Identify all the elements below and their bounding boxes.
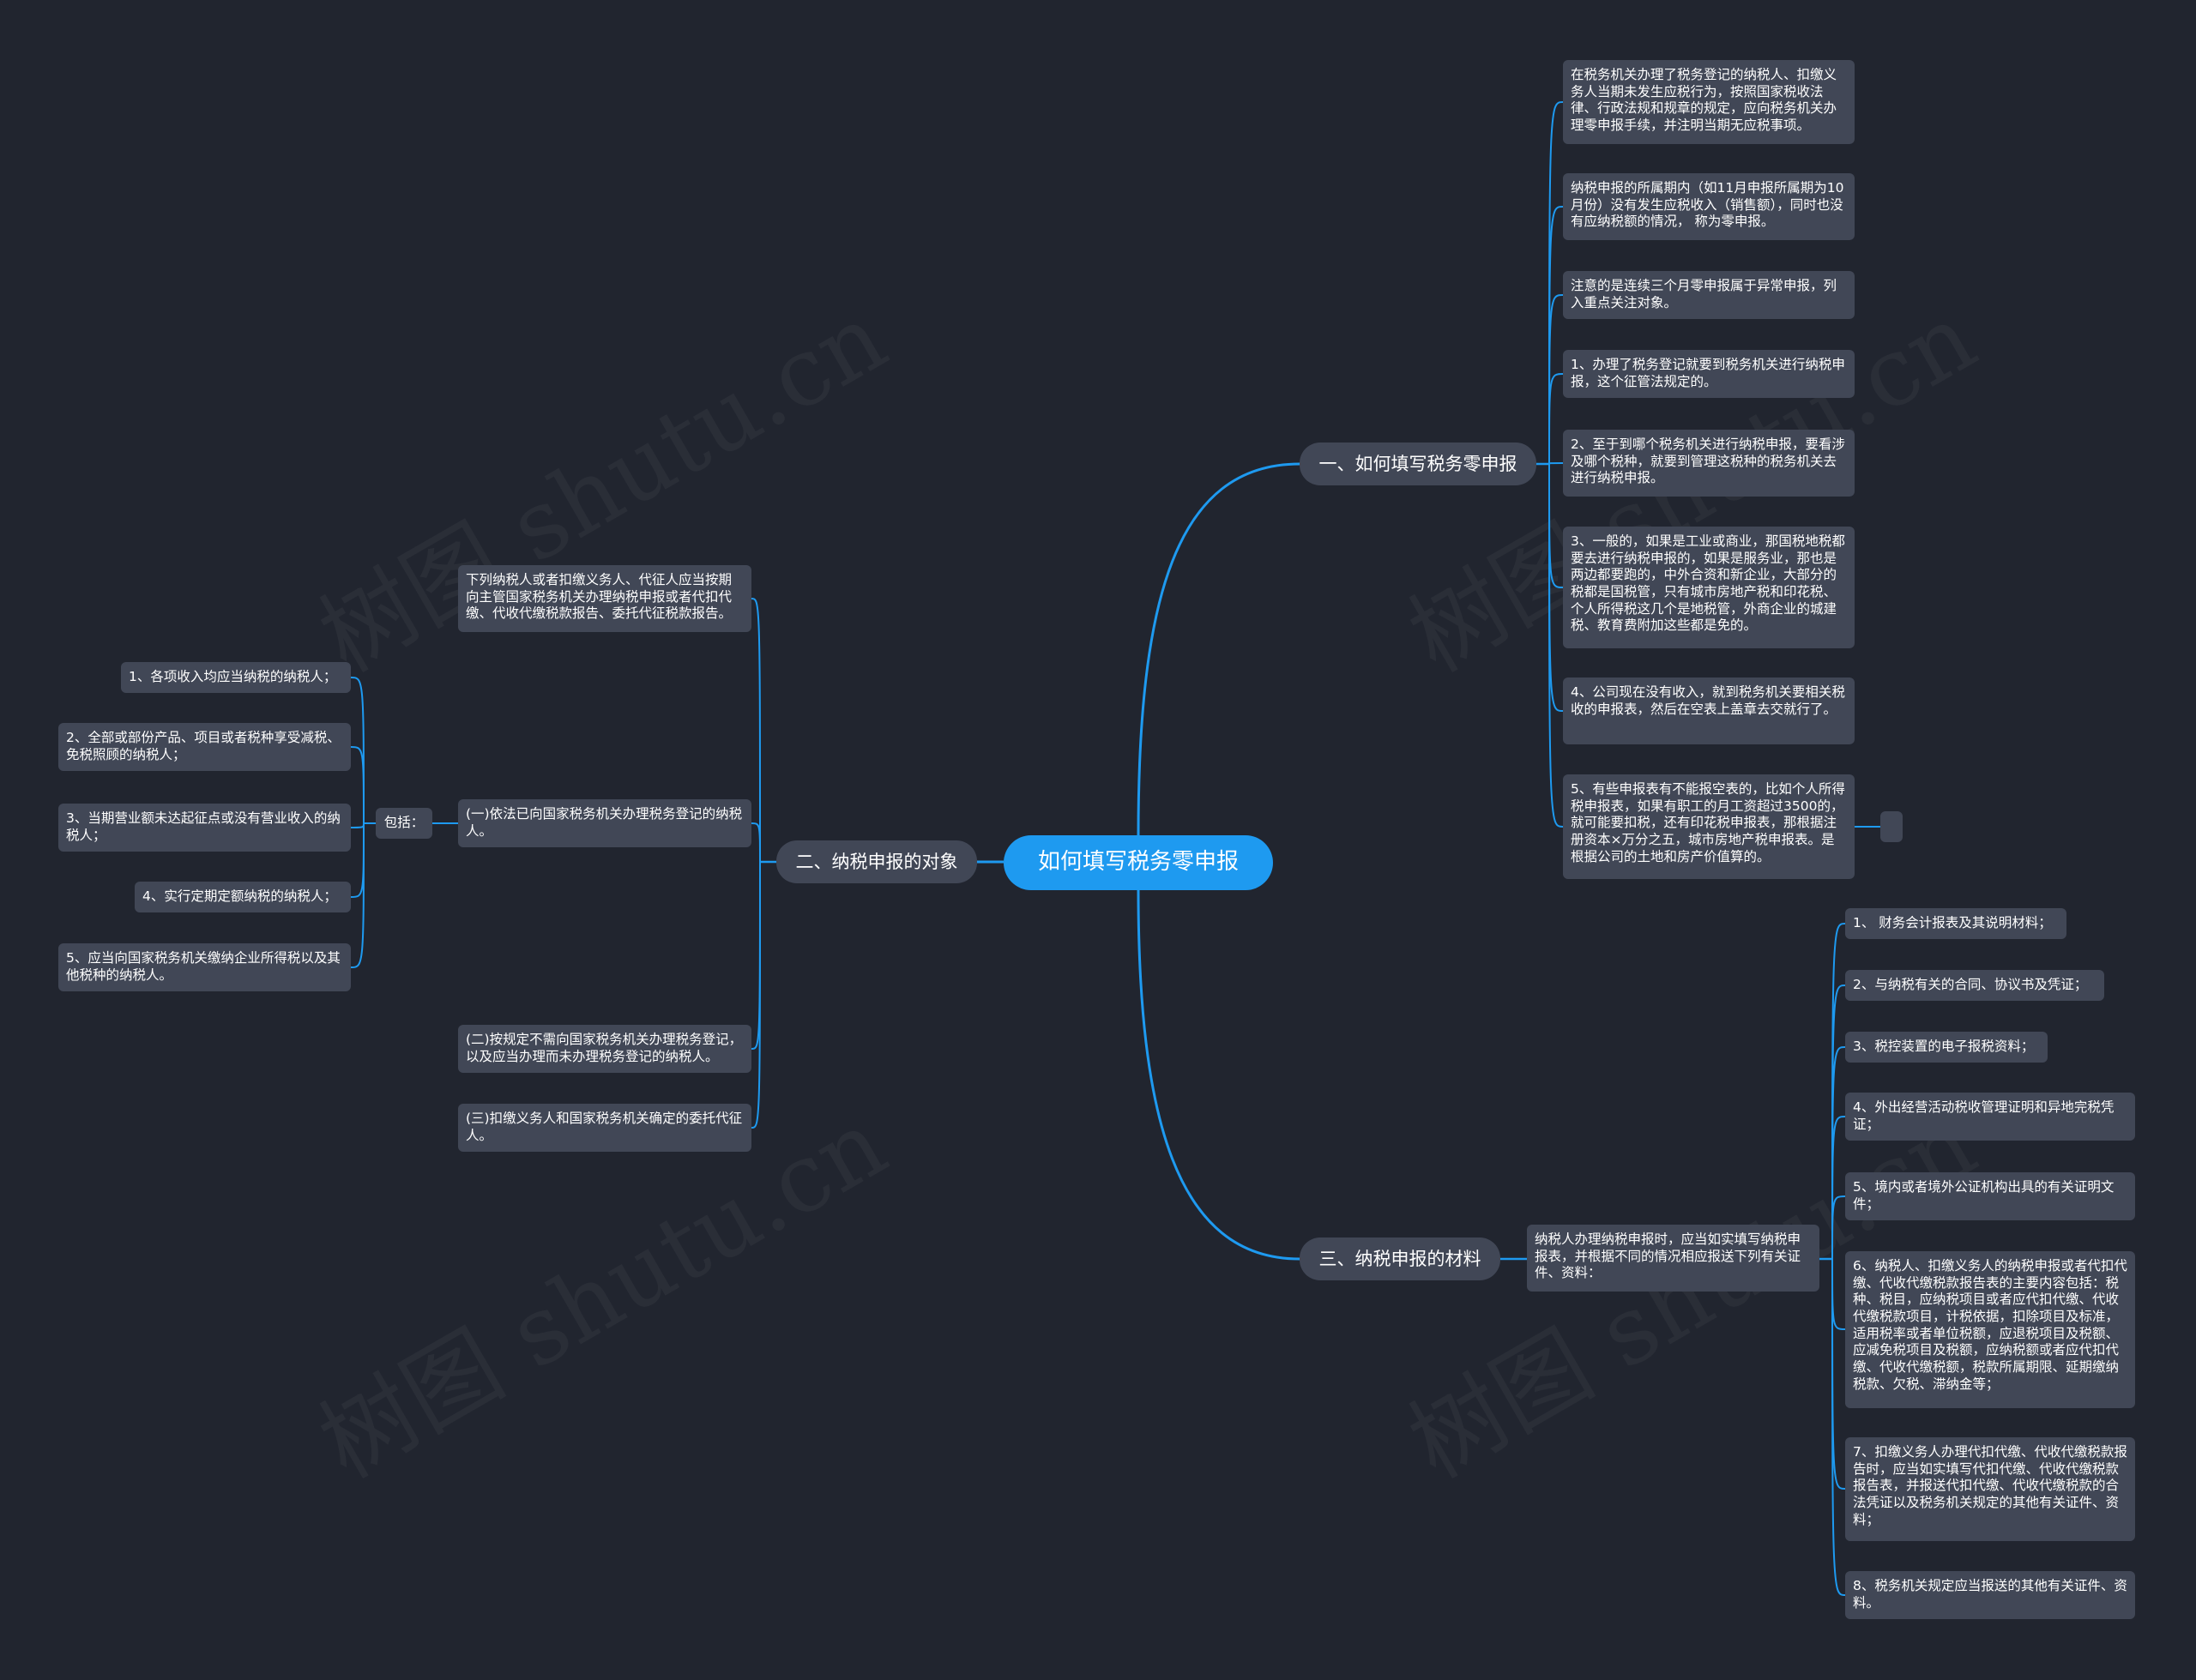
connector xyxy=(1831,1046,1846,1260)
connector xyxy=(1831,1195,1846,1260)
connector xyxy=(1548,463,1564,828)
connector xyxy=(1548,462,1564,465)
b2-item[interactable]: (三)扣缴义务人和国家税务机关确定的委托代征人。 xyxy=(458,1104,751,1152)
b3-item[interactable]: 1、 财务会计报表及其说明材料； xyxy=(1845,908,2066,939)
connector xyxy=(1548,373,1564,465)
connector xyxy=(1831,1258,1846,1596)
connector xyxy=(350,822,365,828)
connector xyxy=(350,822,365,898)
b1-empty-child[interactable] xyxy=(1880,811,1903,842)
b1-item[interactable]: 注意的是连续三个月零申报属于异常申报，列入重点关注对象。 xyxy=(1563,271,1855,319)
b2-sub-item[interactable]: 1、各项收入均应当纳税的纳税人； xyxy=(121,662,351,693)
b3-item[interactable]: 3、税控装置的电子报税资料； xyxy=(1845,1032,2048,1063)
connector xyxy=(1137,462,1300,836)
b3-item[interactable]: 5、境内或者境外公证机构出具的有关证明文件； xyxy=(1845,1172,2135,1220)
connector xyxy=(350,746,365,824)
connector xyxy=(1548,294,1564,465)
b1-item[interactable]: 1、办理了税务登记就要到税务机关进行纳税申报，这个征管法规定的。 xyxy=(1563,350,1855,398)
b1-item[interactable]: 2、至于到哪个税务机关进行纳税申报，要看涉及哪个税种，就要到管理这税种的税务机关… xyxy=(1563,430,1855,497)
connector xyxy=(1831,1258,1846,1330)
branch-how-to-fill[interactable]: 一、如何填写税务零申报 xyxy=(1300,443,1536,485)
connector xyxy=(350,822,365,968)
b3-item[interactable]: 7、扣缴义务人办理代扣代缴、代收代缴税款报告时，应当如实填写代扣代缴、代收代缴税… xyxy=(1845,1437,2135,1541)
b2-item[interactable]: (一)依法已向国家税务机关办理税务登记的纳税人。 xyxy=(458,799,751,847)
b2-sub-item[interactable]: 3、当期营业额未达起征点或没有营业收入的纳税人； xyxy=(58,804,351,852)
b3-item[interactable]: 8、税务机关规定应当报送的其他有关证件、资料。 xyxy=(1845,1571,2135,1619)
b3-item[interactable]: 6、纳税人、扣缴义务人的纳税申报或者代扣代缴、代收代缴税款报告表的主要内容包括：… xyxy=(1845,1251,2135,1408)
branch-filing-materials[interactable]: 三、纳税申报的材料 xyxy=(1300,1237,1500,1280)
b3-item[interactable]: 2、与纳税有关的合同、协议书及凭证； xyxy=(1845,970,2104,1001)
branch-filing-targets[interactable]: 二、纳税申报的对象 xyxy=(776,840,977,883)
b3-item[interactable]: 4、外出经营活动税收管理证明和异地完税凭证； xyxy=(1845,1093,2135,1141)
root-node[interactable]: 如何填写税务零申报 xyxy=(1004,835,1273,890)
b2-item[interactable]: 下列纳税人或者扣缴义务人、代征人应当按期向主管国家税务机关办理纳税申报或者代扣代… xyxy=(458,565,751,632)
connector xyxy=(1831,1116,1846,1260)
b1-item[interactable]: 4、公司现在没有收入，就到税务机关要相关税收的申报表，然后在空表上盖章去交就行了… xyxy=(1563,677,1855,744)
b3-intro[interactable]: 纳税人办理纳税申报时，应当如实填写纳税申报表，并根据不同的情况相应报送下列有关证… xyxy=(1527,1225,1819,1292)
connector xyxy=(751,598,761,863)
connector xyxy=(751,861,761,1050)
b2-item[interactable]: (二)按规定不需向国家税务机关办理税务登记，以及应当办理而未办理税务登记的纳税人… xyxy=(458,1025,751,1073)
include-label[interactable]: 包括： xyxy=(376,808,432,839)
connector xyxy=(751,822,761,863)
b1-item[interactable]: 纳税申报的所属期内（如11月申报所属期为10月份）没有发生应税收入（销售额），同… xyxy=(1563,173,1855,240)
b1-item[interactable]: 5、有些申报表有不能报空表的，比如个人所得税申报表，如果有职工的月工资超过350… xyxy=(1563,774,1855,879)
connector xyxy=(751,861,761,1129)
b2-sub-item[interactable]: 5、应当向国家税务机关缴纳企业所得税以及其他税种的纳税人。 xyxy=(58,943,351,991)
connector xyxy=(1831,923,1846,1260)
b2-sub-item[interactable]: 2、全部或部份产品、项目或者税种享受减税、免税照顾的纳税人； xyxy=(58,723,351,771)
b1-item[interactable]: 在税务机关办理了税务登记的纳税人、扣缴义务人当期未发生应税行为，按照国家税收法律… xyxy=(1563,60,1855,144)
connector xyxy=(1831,1258,1846,1490)
b2-sub-item[interactable]: 4、实行定期定额纳税的纳税人； xyxy=(135,882,351,912)
connector xyxy=(1548,101,1564,465)
b1-item[interactable]: 3、一般的，如果是工业或商业，那国税地税都要去进行纳税申报的，如果是服务业，那也… xyxy=(1563,527,1855,648)
connector xyxy=(1548,206,1564,465)
connector xyxy=(1831,985,1846,1260)
connector xyxy=(1137,889,1300,1261)
connector xyxy=(350,677,365,824)
connector xyxy=(1548,463,1564,588)
